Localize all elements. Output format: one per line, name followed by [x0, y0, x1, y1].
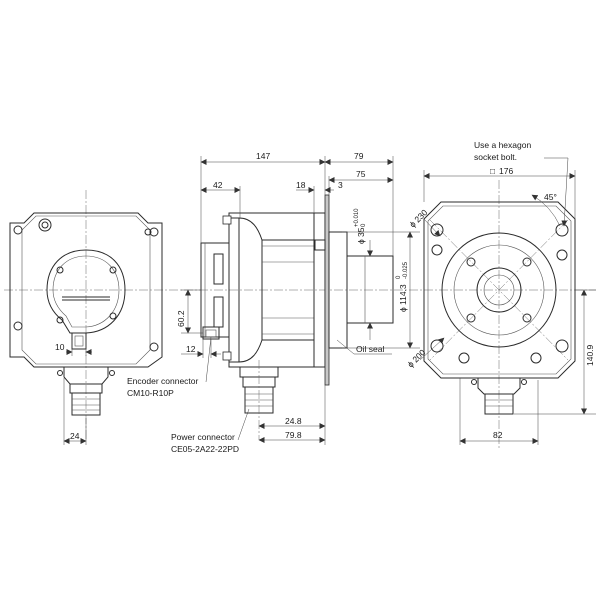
pilot-screw-2 — [522, 257, 532, 267]
hex-note-line2: socket bolt. — [474, 152, 517, 162]
dim-114-tol-up: 0 — [396, 275, 402, 279]
front-connector-screw-l — [471, 379, 477, 385]
pilot-screw-1 — [466, 257, 476, 267]
encoder-plug — [71, 332, 87, 350]
encoder-connector-plug-inner — [205, 329, 217, 338]
rear-power-body — [71, 392, 101, 416]
front-flange-inner — [427, 205, 572, 375]
power-leader — [237, 408, 250, 441]
pilot-screw-3 — [466, 313, 476, 323]
front-tap-hole-br — [530, 352, 542, 364]
power-connector-part: CE05-2A22-22PD — [171, 444, 239, 454]
dim-79-8: 79.8 — [285, 430, 302, 440]
angle-45-arc — [531, 194, 561, 227]
dimline-200 — [419, 337, 445, 361]
rear-mount-hole-bl — [13, 321, 23, 331]
encoder-connector-lower — [213, 296, 224, 328]
dim-114-group: ϕ 114.3 0 -0.025 — [396, 261, 409, 312]
encoder-leader — [205, 336, 212, 383]
rear-power-screw-r — [109, 370, 115, 376]
front-bolt-hole-tl — [430, 223, 444, 237]
shaft-circle — [476, 267, 522, 313]
dim-114: 114.3 — [398, 284, 408, 305]
front-tap-hole-tr — [556, 249, 568, 261]
front-bolt-hole-br — [555, 339, 569, 353]
dim-75: 75 — [356, 169, 366, 179]
front-diag-centerline-2 — [429, 219, 569, 361]
dim-24: 24 — [70, 431, 80, 441]
hex-leader-v — [561, 157, 569, 227]
pilot-screw-4 — [522, 313, 532, 323]
encoder-screw-3 — [56, 316, 64, 324]
shaft — [346, 255, 394, 324]
rear-flange-outline — [9, 212, 163, 368]
rear-mount-hole-br — [149, 342, 159, 352]
rear-stud-bottom — [222, 351, 232, 361]
rear-end-cap — [228, 217, 240, 363]
dim-12: 12 — [186, 344, 196, 354]
shaft-inner-circle — [483, 274, 515, 306]
encoder-plug-inner — [74, 335, 84, 347]
dim-230-group: ϕ 230 — [407, 207, 429, 229]
dim-79: 79 — [354, 151, 364, 161]
rear-bolt-hole-tl — [38, 218, 52, 232]
dim-60: 60.2 — [176, 310, 186, 327]
dim-114-tol-lo: -0.025 — [403, 261, 409, 279]
encoder-connector-upper — [213, 253, 224, 285]
dim-10: 10 — [55, 342, 65, 352]
rear-small-hole — [144, 228, 152, 236]
dim-3: 3 — [338, 180, 343, 190]
front-connector-body — [484, 393, 514, 415]
front-bolt-hole-bl — [430, 339, 444, 353]
dim-140-9: 140.9 — [585, 344, 595, 366]
oil-seal-leader — [336, 339, 355, 355]
side-view: 147 79 75 42 18 3 ϕ 35 +0.010 0 ϕ — [127, 151, 420, 454]
flange-rib — [314, 239, 326, 251]
front-connector-screw-r — [521, 379, 527, 385]
dimline-230 — [423, 218, 441, 237]
rear-mount-hole-tr — [149, 227, 159, 237]
front-tap-hole-tl — [431, 244, 443, 256]
dim-18: 18 — [296, 180, 306, 190]
encoder-cover-inner — [52, 255, 120, 328]
dim-35-group: ϕ 35 +0.010 0 — [354, 208, 367, 244]
pilot-inner-circle — [453, 244, 545, 336]
phi-35: ϕ — [356, 239, 366, 244]
rear-mount-hole-tl — [13, 225, 23, 235]
front-flange-outline — [423, 201, 576, 379]
dim-82: 82 — [493, 430, 503, 440]
square-symbol: □ — [490, 166, 495, 176]
encoder-screw-4 — [109, 312, 117, 320]
front-tap-hole-bl — [458, 352, 470, 364]
rear-bolt-hole-tl-inner — [41, 221, 49, 229]
dim-45: 45° — [544, 192, 557, 202]
rear-inner-outline — [21, 215, 151, 365]
dim-35-tol-up: +0.010 — [354, 208, 360, 227]
dim-147: 147 — [256, 151, 270, 161]
dim-42: 42 — [213, 180, 223, 190]
encoder-screw-1 — [56, 266, 64, 274]
dim-35-tol-lo: 0 — [361, 223, 367, 227]
oil-seal-label: Oil seal — [356, 344, 384, 354]
encoder-connector-title: Encoder connector — [127, 376, 199, 386]
phi-114: ϕ — [398, 307, 408, 312]
dim-176: 176 — [499, 166, 513, 176]
power-connector-title: Power connector — [171, 432, 235, 442]
dim-24-8: 24.8 — [285, 416, 302, 426]
front-flange — [324, 194, 330, 386]
encoder-screw-2 — [109, 266, 117, 274]
rear-power-screw-l — [57, 370, 63, 376]
encoder-connector-part: CM10-R10P — [127, 388, 174, 398]
front-view: □ 176 Use a hexagon socket bolt. 45° ϕ 2… — [405, 140, 596, 450]
rear-view: 10 24 — [9, 190, 163, 445]
pilot-circle — [441, 232, 557, 348]
phi-230: ϕ — [407, 219, 418, 230]
phi-200: ϕ — [405, 359, 416, 370]
hex-note-line1: Use a hexagon — [474, 140, 531, 150]
rear-stud-top — [222, 215, 232, 225]
